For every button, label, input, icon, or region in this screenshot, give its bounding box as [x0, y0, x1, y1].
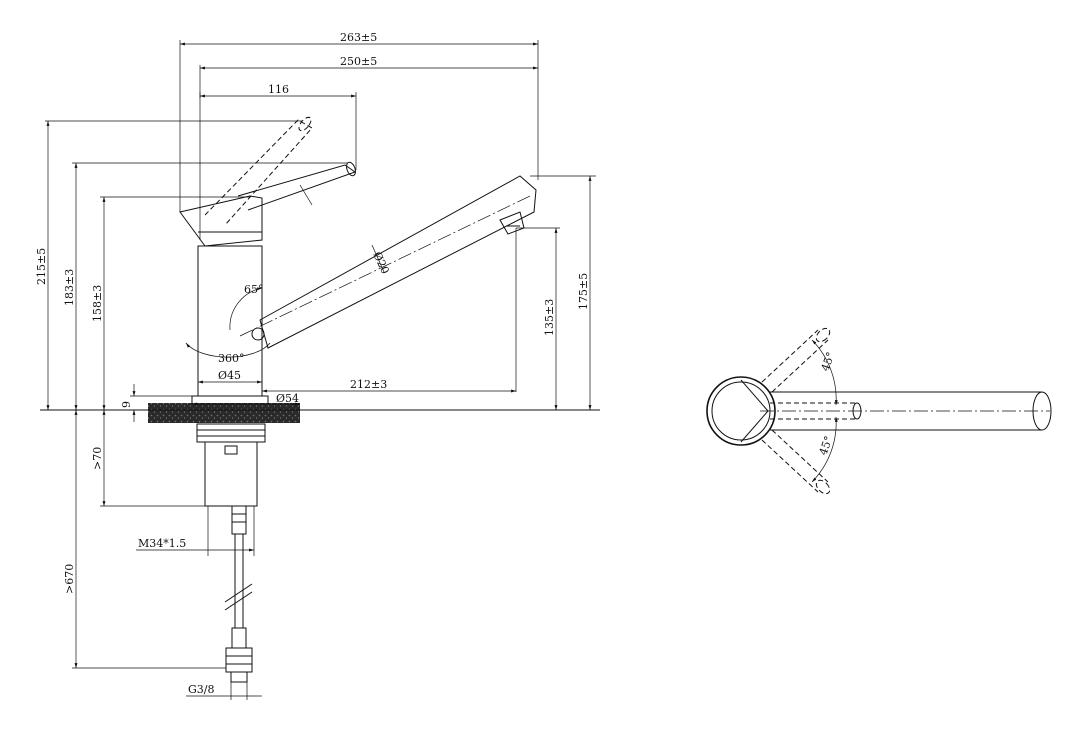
- supply-hose: [224, 505, 253, 683]
- top-angle-arc-lower: [811, 416, 838, 483]
- countertop: [148, 403, 300, 423]
- mounting-shank: [196, 423, 266, 507]
- side-view: 263±5 250±5 116 215±5 183±3 158±3 135±3 …: [35, 31, 600, 700]
- dim-connection: G3/8: [188, 683, 215, 696]
- top-spout: [760, 391, 1052, 431]
- top-angle-lower: 45°: [817, 434, 836, 457]
- top-view: 45° 45°: [706, 327, 1052, 495]
- lever-handle: [237, 161, 357, 211]
- extension-lines: [45, 40, 596, 669]
- dim-spout-top-height: 175±5: [577, 273, 590, 310]
- dim-spout-diameter: Ø20: [370, 250, 392, 276]
- dim-lever-offset: 116: [268, 83, 289, 96]
- dim-outlet-reach: 212±3: [350, 378, 387, 391]
- dim-line-spout-diameter: [371, 244, 385, 273]
- spout: [239, 175, 537, 349]
- spout-angle-arc: [229, 287, 263, 331]
- dim-body-diameter: Ø45: [218, 369, 241, 382]
- top-angle-upper: 45°: [819, 350, 838, 373]
- top-angle-arc-upper: [811, 339, 838, 406]
- dim-rotation: 360°: [218, 352, 245, 365]
- dim-base-thickness: 9: [120, 401, 133, 408]
- dim-total-height: 215±5: [35, 248, 48, 285]
- rotation-arc: [185, 342, 271, 358]
- top-body-outer: [706, 376, 776, 446]
- dim-spout-reach: 250±5: [340, 55, 377, 68]
- dim-body-height: 158±3: [91, 285, 104, 322]
- dim-base-diameter: Ø54: [276, 392, 299, 405]
- top-lever-lower: [761, 429, 831, 495]
- faucet-body: [179, 195, 269, 405]
- lever-handle-raised: [204, 116, 313, 226]
- dim-shank-length: >70: [91, 447, 104, 470]
- dim-spout-angle: 65°: [244, 283, 264, 296]
- dim-overall-reach: 263±5: [340, 31, 377, 44]
- dim-thread: M34*1.5: [138, 537, 186, 550]
- dim-hose-length: >670: [63, 564, 76, 594]
- dim-outlet-height: 135±3: [543, 299, 556, 336]
- dim-lever-height: 183±3: [63, 269, 76, 306]
